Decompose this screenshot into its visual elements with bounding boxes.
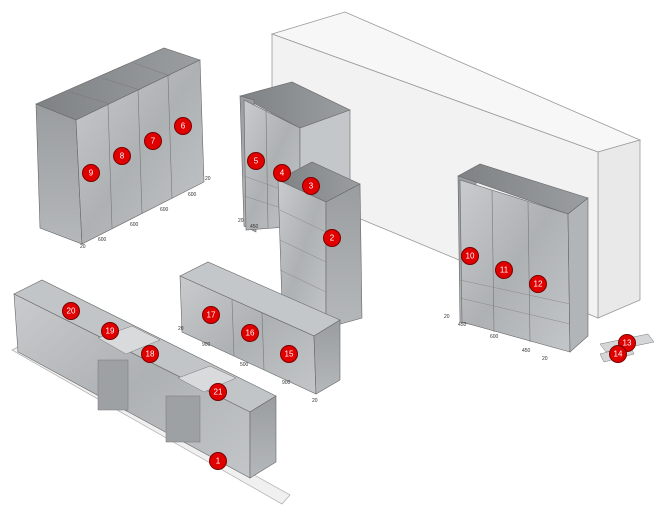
marker-3: 3 — [302, 177, 320, 195]
marker-7: 7 — [144, 132, 162, 150]
dim-counter-4: 20 — [312, 398, 318, 404]
svg-text:13: 13 — [623, 339, 632, 348]
svg-text:3: 3 — [309, 182, 314, 191]
dim-right-2: 600 — [490, 334, 499, 340]
marker-12: 12 — [529, 275, 547, 293]
svg-text:12: 12 — [534, 280, 543, 289]
marker-6: 6 — [174, 117, 192, 135]
marker-4: 4 — [273, 164, 291, 182]
marker-17: 17 — [202, 306, 220, 324]
dim-left-5: 20 — [205, 176, 211, 182]
dim-mid-1: 450 — [250, 224, 259, 230]
svg-text:20: 20 — [67, 307, 76, 316]
dim-left-1: 600 — [98, 237, 107, 243]
marker-2: 2 — [323, 229, 341, 247]
svg-text:5: 5 — [254, 157, 259, 166]
marker-11: 11 — [495, 261, 513, 279]
svg-text:2: 2 — [330, 234, 335, 243]
marker-21: 21 — [209, 383, 227, 401]
svg-text:1: 1 — [216, 457, 221, 466]
svg-text:18: 18 — [146, 350, 155, 359]
svg-text:6: 6 — [181, 122, 186, 131]
svg-text:9: 9 — [89, 169, 94, 178]
marker-15: 15 — [280, 345, 298, 363]
marker-9: 9 — [82, 164, 100, 182]
svg-text:17: 17 — [207, 311, 216, 320]
svg-text:8: 8 — [120, 152, 125, 161]
marker-18: 18 — [141, 345, 159, 363]
svg-text:15: 15 — [285, 350, 294, 359]
dim-counter-2: 500 — [240, 362, 249, 368]
svg-text:7: 7 — [151, 137, 156, 146]
dim-counter-0: 20 — [178, 326, 184, 332]
svg-text:14: 14 — [614, 350, 623, 359]
marker-14: 14 — [609, 345, 627, 363]
svg-text:4: 4 — [280, 169, 285, 178]
svg-text:21: 21 — [214, 388, 223, 397]
marker-10: 10 — [461, 247, 479, 265]
marker-19: 19 — [101, 322, 119, 340]
dim-right-4: 20 — [542, 356, 548, 362]
marker-8: 8 — [113, 147, 131, 165]
marker-1: 1 — [209, 452, 227, 470]
svg-text:16: 16 — [246, 329, 255, 338]
marker-5: 5 — [247, 152, 265, 170]
dim-mid-0: 20 — [238, 218, 244, 224]
marker-16: 16 — [241, 324, 259, 342]
svg-text:10: 10 — [466, 252, 475, 261]
dim-left-4: 600 — [188, 192, 197, 198]
dim-right-0: 20 — [444, 314, 450, 320]
marker-20: 20 — [62, 302, 80, 320]
svg-text:11: 11 — [500, 266, 509, 275]
dim-right-3: 450 — [522, 348, 531, 354]
dim-left-3: 600 — [160, 207, 169, 213]
dim-right-1: 450 — [458, 322, 467, 328]
dimension-labels: 20 600 600 600 600 20 20 450 20 900 500 … — [80, 176, 548, 404]
tall-cabinet-block-left — [35, 47, 205, 245]
markers: 1 2 3 4 5 6 7 8 9 10 11 12 13 14 15 16 1… — [62, 117, 636, 470]
svg-text:19: 19 — [106, 327, 115, 336]
dim-counter-1: 900 — [202, 342, 211, 348]
dim-left-2: 600 — [130, 222, 139, 228]
dim-counter-3: 900 — [282, 380, 291, 386]
dim-left-0: 20 — [80, 244, 86, 250]
